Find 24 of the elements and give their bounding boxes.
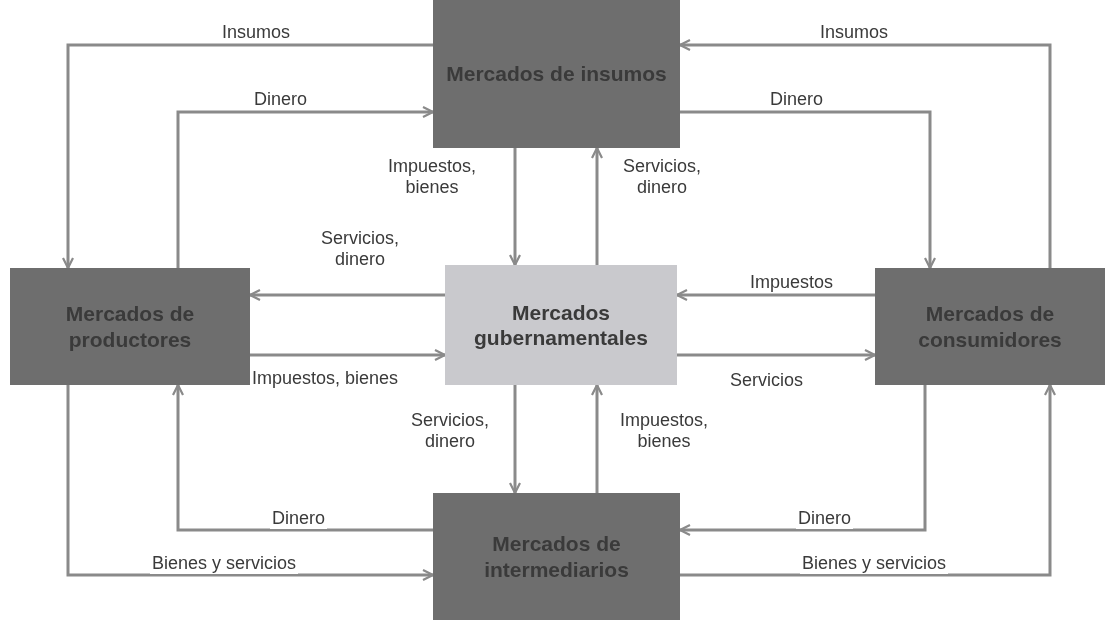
arrow [680, 110, 937, 270]
market-box [433, 493, 680, 620]
edge-label: Dinero [270, 508, 328, 529]
arrow [677, 348, 877, 362]
arrow [171, 383, 433, 532]
edge-label: Impuestos, bienes [250, 368, 401, 389]
arrow [590, 146, 604, 265]
edge-label: Impuestos [748, 272, 836, 293]
market-box [10, 268, 250, 385]
arrow [61, 43, 433, 270]
edge-label: Dinero [796, 508, 854, 529]
arrow [66, 385, 435, 582]
arrow [250, 348, 447, 362]
market-name: Mercados gubernamentales [473, 299, 649, 351]
edge-label: Bienes y servicios [150, 553, 299, 574]
market-box [445, 265, 677, 385]
arrow [508, 385, 522, 495]
market-box [433, 0, 680, 148]
market-box [875, 268, 1105, 385]
arrow [508, 148, 522, 267]
arrow [176, 105, 435, 268]
arrow [590, 383, 604, 493]
edge-label: Bienes y servicios [800, 553, 949, 574]
arrow [680, 383, 1057, 577]
